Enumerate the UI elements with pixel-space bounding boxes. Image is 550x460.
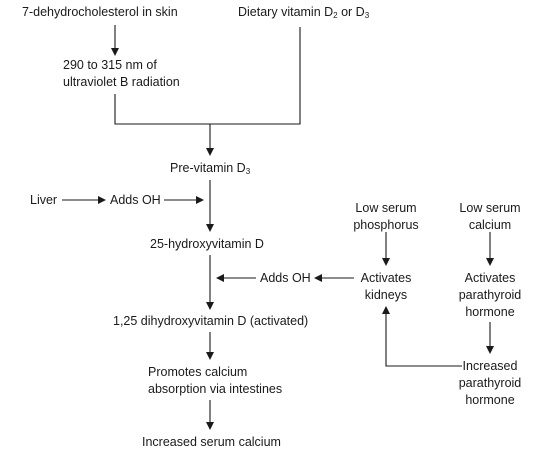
arrowhead-previtamin: [206, 148, 214, 156]
node-7-dehydrocholesterol: 7-dehydrocholesterol in skin: [22, 5, 178, 19]
node-uvb-radiation: 290 to 315 nm of ultraviolet B radiation: [63, 57, 180, 91]
arrowhead-kidneys: [382, 258, 390, 266]
previtamin-sub: 3: [245, 167, 251, 176]
arrowhead-addsoh-2: [314, 274, 322, 282]
activates-pth-line-2: parathyroid: [458, 288, 522, 302]
node-25-hydroxyvitamin-d: 25-hydroxyvitamin D: [150, 237, 264, 251]
activates-kidneys-line-1: Activates: [360, 271, 412, 285]
arrowhead-addsoh-1: [98, 196, 106, 204]
node-low-serum-calcium: Low serum calcium: [450, 200, 530, 234]
arrowhead-activates-pth: [486, 258, 494, 266]
increased-pth-line-2: parathyroid: [458, 376, 522, 390]
low-phos-line-1: Low serum: [355, 201, 417, 215]
node-liver: Liver: [30, 193, 58, 207]
dietary-sub-2: 2: [333, 11, 338, 20]
arrowhead-main-2: [216, 274, 224, 282]
node-adds-oh-liver: Adds OH: [110, 193, 161, 207]
arrowhead-uvb: [111, 48, 119, 56]
node-increased-parathyroid-hormone: Increased parathyroid hormone: [450, 358, 530, 409]
arrowhead-kidneys-up: [382, 306, 390, 314]
node-dietary-vitamin-d: Dietary vitamin D2 or D3: [238, 4, 369, 21]
node-low-serum-phosphorus: Low serum phosphorus: [346, 200, 426, 234]
node-activates-parathyroid-hormone: Activates parathyroid hormone: [450, 270, 530, 321]
low-calcium-line-1: Low serum: [459, 201, 521, 215]
activates-pth-line-1: Activates: [464, 271, 516, 285]
connector-pth-to-kidneys: [385, 312, 462, 367]
dietary-text-mid: or D: [337, 5, 365, 19]
node-pre-vitamin-d3: Pre-vitamin D3: [170, 160, 250, 177]
low-calcium-line-2: calcium: [468, 218, 512, 232]
arrowhead-main-1: [196, 196, 204, 204]
uvb-line-2: ultraviolet B radiation: [63, 75, 180, 89]
promotes-line-2: absorption via intestines: [148, 382, 283, 396]
previtamin-text: Pre-vitamin D: [170, 161, 246, 175]
node-adds-oh-kidneys: Adds OH: [260, 271, 311, 285]
node-activates-kidneys: Activates kidneys: [346, 270, 426, 304]
dietary-text-prefix: Dietary vitamin D: [238, 5, 334, 19]
activates-kidneys-line-2: kidneys: [364, 288, 408, 302]
connector-uvb-merge: [114, 27, 301, 125]
promotes-line-1: Promotes calcium: [148, 365, 248, 379]
dietary-sub-3: 3: [364, 11, 370, 20]
increased-pth-line-1: Increased: [462, 359, 518, 373]
low-phos-line-2: phosphorus: [353, 218, 419, 232]
arrowhead-increased-calcium: [206, 422, 214, 430]
increased-pth-line-3: hormone: [465, 393, 515, 407]
node-increased-serum-calcium: Increased serum calcium: [142, 435, 281, 449]
arrowhead-25hydroxy: [206, 224, 214, 232]
node-125-dihydroxyvitamin-d: 1,25 dihydroxyvitamin D (activated): [113, 314, 309, 328]
arrowhead-increased-pth: [486, 346, 494, 354]
arrowhead-promotes: [206, 352, 214, 360]
arrowhead-dihydroxy: [206, 302, 214, 310]
uvb-line-1: 290 to 315 nm of: [63, 58, 157, 72]
activates-pth-line-3: hormone: [465, 305, 515, 319]
node-promotes-calcium-absorption: Promotes calcium absorption via intestin…: [148, 364, 282, 398]
